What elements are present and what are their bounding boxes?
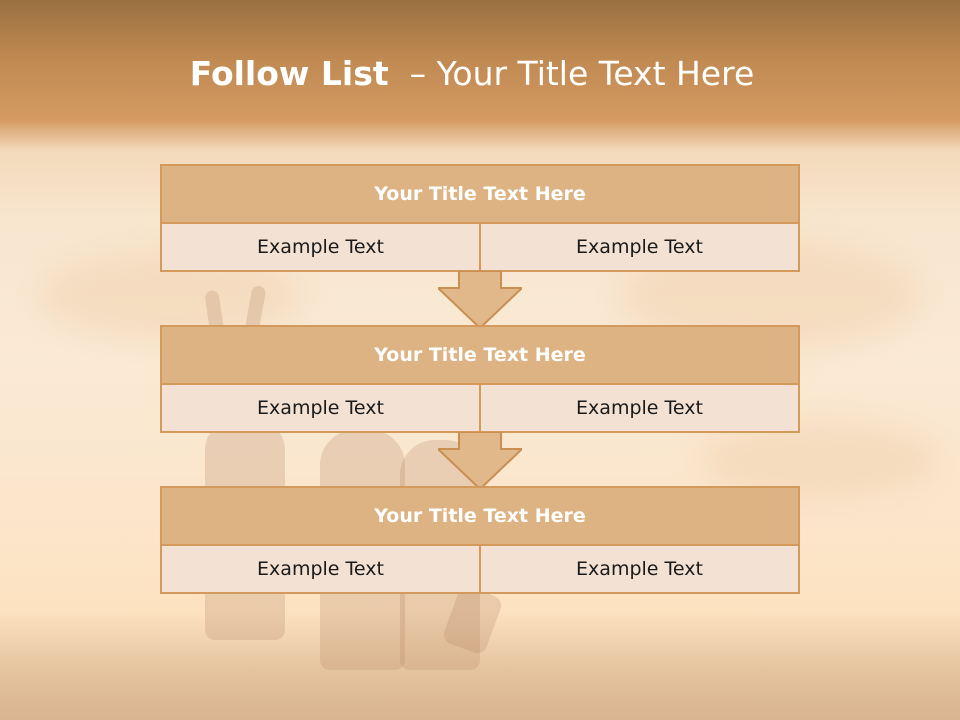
down-arrow-icon (438, 271, 522, 329)
title-rest: – Your Title Text Here (409, 54, 755, 93)
title-bold: Follow List (189, 54, 389, 93)
step-cell-right: Example Text (479, 224, 798, 270)
step-cell-right: Example Text (479, 546, 798, 592)
step-row: Example Text Example Text (162, 385, 798, 431)
page-title: Follow List – Your Title Text Here (0, 54, 944, 93)
step-box-3: Your Title Text Here Example Text Exampl… (160, 486, 800, 594)
step-row: Example Text Example Text (162, 546, 798, 592)
step-cell-right: Example Text (479, 385, 798, 431)
step-header: Your Title Text Here (162, 166, 798, 224)
step-cell-left: Example Text (162, 385, 479, 431)
step-header: Your Title Text Here (162, 327, 798, 385)
step-row: Example Text Example Text (162, 224, 798, 270)
step-header: Your Title Text Here (162, 488, 798, 546)
grass-field (0, 610, 960, 720)
step-cell-left: Example Text (162, 224, 479, 270)
step-box-2: Your Title Text Here Example Text Exampl… (160, 325, 800, 433)
step-box-1: Your Title Text Here Example Text Exampl… (160, 164, 800, 272)
down-arrow-icon (438, 432, 522, 490)
step-cell-left: Example Text (162, 546, 479, 592)
